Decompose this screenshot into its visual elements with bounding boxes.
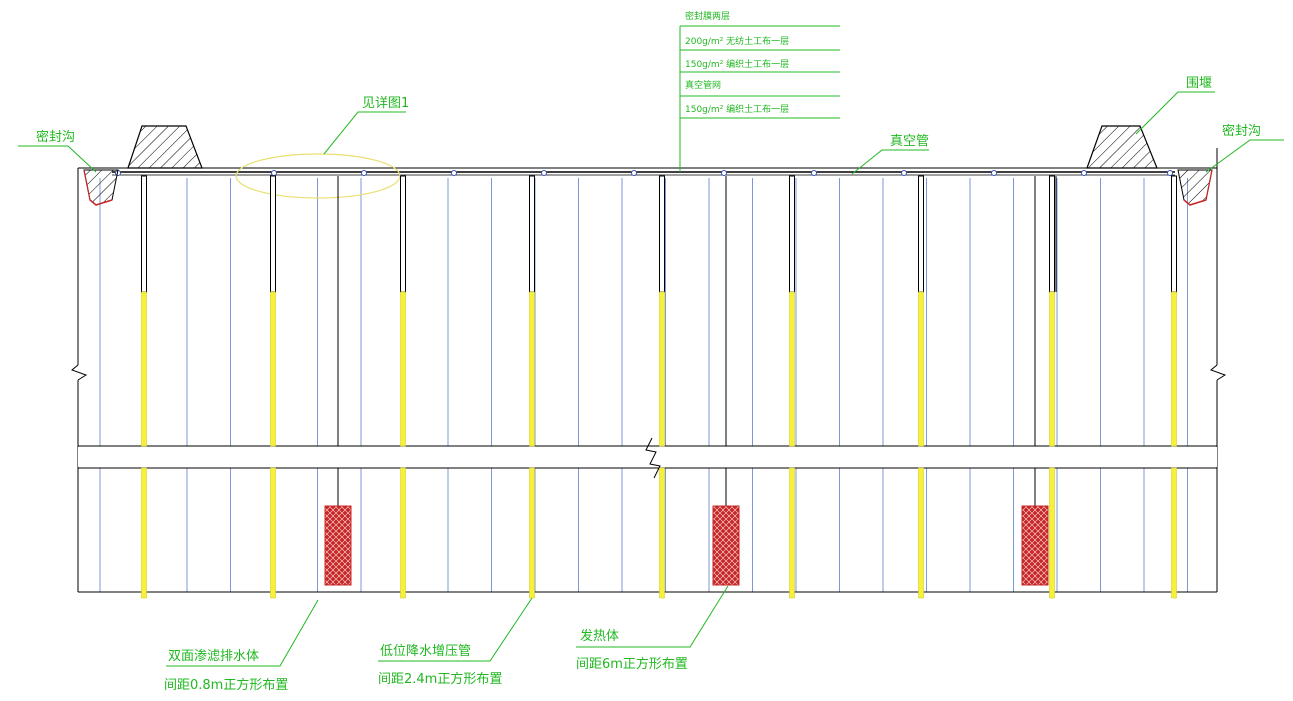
see-detail-label: 见详图1 (362, 96, 409, 111)
drain-pipe-lower (270, 291, 276, 447)
heater-title: 发热体 (580, 628, 619, 644)
drain-pipe-lower (918, 467, 924, 599)
drain-pipe-upper (918, 175, 924, 293)
drain-pipe-upper (400, 175, 406, 293)
drain-pipe-lower (529, 467, 535, 599)
pipe-node (721, 170, 727, 176)
drain-pipe-lower (400, 467, 406, 599)
pipe-node (631, 170, 637, 176)
layer-label-2: 200g/m² 无纺土工布一层 (685, 35, 789, 47)
layer-label-5: 150g/m² 编织土工布一层 (685, 103, 789, 115)
pipe-node (541, 170, 547, 176)
drain-pipe-lower (1049, 467, 1055, 599)
drain-pipe-lower (659, 467, 665, 599)
cofferdam-label: 围堰 (1186, 76, 1212, 91)
drain-pipe-upper (529, 175, 535, 293)
pipe-node (361, 170, 367, 176)
pressure-pipe-spacing: 间距2.4m正方形布置 (378, 671, 502, 687)
drain-pipe-lower (659, 291, 665, 447)
seal-trench-left (83, 169, 119, 206)
drain-pipe-lower (789, 467, 795, 599)
drain-pipe-lower (141, 291, 147, 447)
drain-pipe-upper (141, 175, 147, 293)
break-symbol (645, 437, 661, 479)
pipe-node (811, 170, 817, 176)
layer-label-4: 真空管网 (685, 79, 721, 91)
pipe-node (1167, 170, 1173, 176)
drain-pipe-upper (270, 175, 276, 293)
drain-pipe-lower (270, 467, 276, 599)
drain-pipe-upper (789, 175, 795, 293)
drain-pipe-upper (659, 175, 665, 293)
seal-trench-left-label: 密封沟 (36, 129, 75, 145)
vacuum-pipe-label: 真空管 (890, 134, 929, 149)
drain-pipe-lower (400, 291, 406, 447)
detail-ellipse (235, 153, 401, 199)
annotation-leaders (18, 25, 1284, 667)
heater-pipes (337, 176, 1057, 506)
heater-body (712, 505, 740, 586)
pipe-node (901, 170, 907, 176)
pipe-node (451, 170, 457, 176)
heaters (324, 505, 1049, 586)
drain-pipe-lower (529, 291, 535, 447)
drain-pipe-lower (1171, 291, 1177, 447)
drain-body-title: 双面渗滤排水体 (168, 649, 259, 664)
pipe-node (271, 170, 277, 176)
drain-pipe-lower (918, 291, 924, 447)
pipe-node (1081, 170, 1087, 176)
layer-label-1: 密封膜两层 (685, 10, 730, 22)
drain-body-spacing: 间距0.8m正方形布置 (164, 677, 288, 693)
membrane-and-vacuum-pipe (78, 167, 1217, 176)
annotation-labels: 密封沟 密封沟 见详图1 围堰 真空管 密封膜两层 200g/m² 无纺土工布一… (36, 10, 1261, 693)
drain-pipe-upper (1049, 175, 1055, 293)
drain-pipe-lower (1049, 291, 1055, 447)
heater-body (324, 505, 352, 586)
embankment-left (127, 125, 203, 169)
embankment-right (1086, 125, 1158, 169)
drain-pipes (141, 175, 1177, 599)
drain-pipe-lower (789, 291, 795, 447)
vacuum-pipe-nodes (115, 170, 1173, 176)
heater-spacing: 间距6m正方形布置 (576, 656, 688, 672)
pipe-node (991, 170, 997, 176)
pressure-pipe-title: 低位降水增压管 (380, 644, 471, 659)
seal-trench-right (1177, 169, 1213, 206)
soil-section-outline (71, 148, 1227, 593)
drain-pipe-upper (1171, 175, 1177, 293)
drain-pipe-lower (1171, 467, 1177, 599)
vertical-drain-lines (99, 178, 1188, 592)
heater-body (1021, 505, 1049, 586)
seal-trench-right-label: 密封沟 (1222, 123, 1261, 139)
layer-label-3: 150g/m² 编织土工布一层 (685, 58, 789, 70)
drain-pipe-lower (141, 467, 147, 599)
